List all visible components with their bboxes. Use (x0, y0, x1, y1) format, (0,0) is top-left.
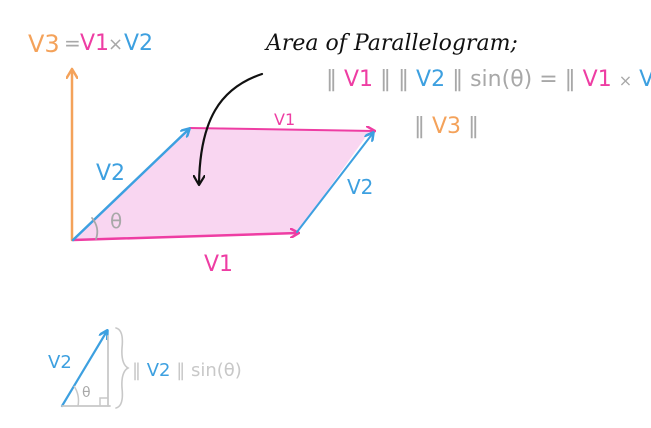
small-label-v2: V2 (48, 352, 72, 373)
theta-arc (91, 217, 99, 240)
label-v1-bottom: V1 (204, 252, 233, 277)
small-label-theta: θ (82, 385, 91, 401)
formula-v3: V3 (28, 30, 60, 58)
area-title: Area of Parallelogram; (264, 31, 518, 56)
label-v2-right: V2 (347, 175, 373, 199)
area-formula: ‖ V1 ‖ ‖ V2 ‖ sin(θ) = ‖ V1 × V2 ‖ (326, 67, 651, 92)
pointer-arrow (199, 72, 264, 184)
right-angle-marker (99, 397, 108, 406)
v2-vector-right (296, 133, 373, 233)
formula-equals: = (64, 31, 81, 55)
v1-vector-top (189, 128, 374, 131)
v3-norm: ‖ V3 ‖ (414, 114, 479, 139)
label-v2-left: V2 (96, 161, 125, 186)
formula-v1: V1 (80, 31, 109, 56)
small-v2-vector (60, 331, 107, 408)
small-height-label: ‖ V2 ‖ sin(θ) (132, 360, 242, 381)
v1-vector-bottom (71, 233, 298, 242)
label-v1-top: V1 (274, 110, 295, 129)
small-theta-arc (73, 385, 80, 407)
v2-vector-left (71, 129, 189, 242)
formula-v2: V2 (124, 31, 153, 56)
height-brace (115, 327, 130, 409)
small-triangle-diagram (60, 327, 130, 409)
label-theta: θ (110, 209, 122, 233)
formula-times: × (108, 34, 123, 55)
parallelogram-area (73, 128, 370, 240)
